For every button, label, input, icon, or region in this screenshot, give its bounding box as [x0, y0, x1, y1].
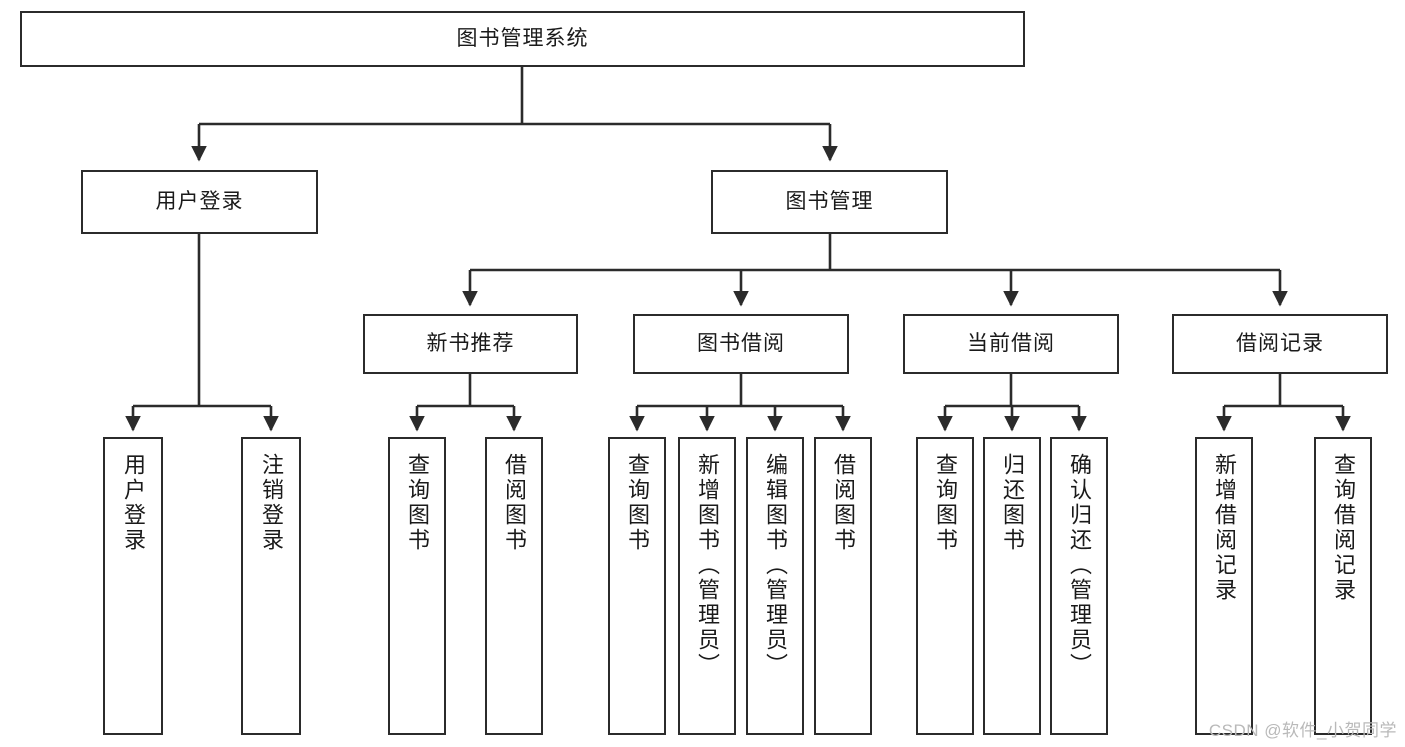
leaf-borrow-book-1[interactable]: 借阅图书	[485, 437, 543, 735]
leaf-add-book[interactable]: 新增图书（管理员）	[678, 437, 736, 735]
node-book-borrow[interactable]: 图书借阅	[633, 314, 849, 374]
leaf-return-book-label: 归还图书	[1000, 453, 1025, 553]
leaf-confirm-return[interactable]: 确认归还（管理员）	[1050, 437, 1108, 735]
leaf-edit-book-label: 编辑图书（管理员）	[763, 453, 788, 678]
node-current-borrow-label: 当前借阅	[967, 331, 1055, 355]
leaf-user-login-label: 用户登录	[121, 453, 146, 553]
node-new-book-recommend[interactable]: 新书推荐	[363, 314, 578, 374]
leaf-borrow-book-2-label: 借阅图书	[831, 453, 856, 553]
node-root[interactable]: 图书管理系统	[20, 11, 1025, 67]
node-user-login[interactable]: 用户登录	[81, 170, 318, 234]
node-current-borrow[interactable]: 当前借阅	[903, 314, 1119, 374]
leaf-user-login[interactable]: 用户登录	[103, 437, 163, 735]
leaf-add-book-label: 新增图书（管理员）	[695, 453, 720, 678]
leaf-add-record[interactable]: 新增借阅记录	[1195, 437, 1253, 735]
leaf-query-book-1[interactable]: 查询图书	[388, 437, 446, 735]
leaf-borrow-book-2[interactable]: 借阅图书	[814, 437, 872, 735]
leaf-confirm-return-label: 确认归还（管理员）	[1067, 453, 1092, 678]
node-book-management-label: 图书管理	[785, 189, 874, 213]
node-user-login-label: 用户登录	[155, 189, 244, 213]
node-borrow-record-label: 借阅记录	[1236, 331, 1324, 355]
leaf-edit-book[interactable]: 编辑图书（管理员）	[746, 437, 804, 735]
leaf-query-book-3-label: 查询图书	[933, 453, 958, 553]
leaf-borrow-book-1-label: 借阅图书	[502, 453, 527, 553]
leaf-query-book-1-label: 查询图书	[405, 453, 430, 553]
node-book-management[interactable]: 图书管理	[711, 170, 948, 234]
leaf-query-book-2[interactable]: 查询图书	[608, 437, 666, 735]
leaf-return-book[interactable]: 归还图书	[983, 437, 1041, 735]
leaf-query-book-2-label: 查询图书	[625, 453, 650, 553]
leaf-query-record[interactable]: 查询借阅记录	[1314, 437, 1372, 735]
leaf-add-record-label: 新增借阅记录	[1212, 453, 1237, 603]
node-root-label: 图书管理系统	[456, 26, 589, 50]
node-borrow-record[interactable]: 借阅记录	[1172, 314, 1388, 374]
node-new-book-recommend-label: 新书推荐	[426, 331, 515, 355]
leaf-query-record-label: 查询借阅记录	[1331, 453, 1356, 603]
leaf-user-logout-label: 注销登录	[259, 453, 284, 553]
node-book-borrow-label: 图书借阅	[697, 331, 785, 355]
leaf-query-book-3[interactable]: 查询图书	[916, 437, 974, 735]
watermark: CSDN @软件_小贺同学	[1208, 721, 1397, 740]
leaf-user-logout[interactable]: 注销登录	[241, 437, 301, 735]
